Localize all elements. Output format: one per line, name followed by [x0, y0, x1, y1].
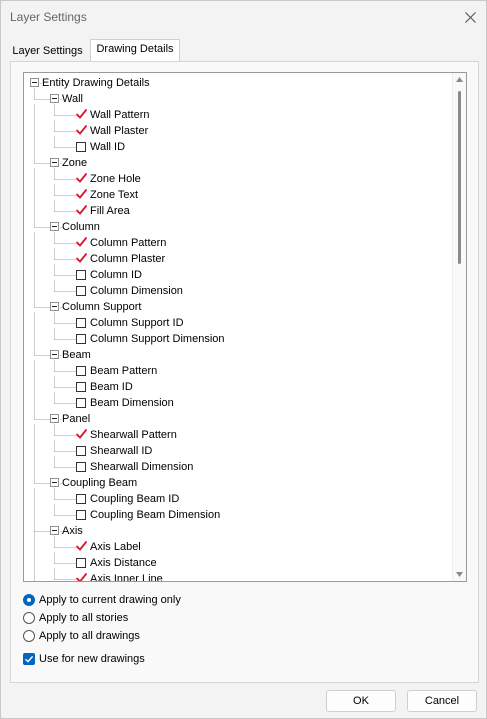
tree-node-label: Axis Inner Line — [90, 573, 163, 581]
tree-node-label: Column Support ID — [90, 317, 184, 329]
tree-node-label: Column Support Dimension — [90, 333, 225, 345]
unchecked-box[interactable] — [76, 510, 86, 520]
collapse-toggle-icon[interactable] — [50, 526, 59, 535]
tree-node-label: Panel — [62, 413, 91, 425]
close-button[interactable] — [460, 7, 480, 27]
tree-node-label: Wall Pattern — [90, 109, 150, 121]
checkmark-icon[interactable] — [75, 252, 88, 264]
collapse-toggle-icon[interactable] — [50, 414, 59, 423]
radio-all-drawings[interactable] — [23, 630, 35, 642]
tree-scrollbar[interactable] — [452, 73, 466, 581]
tree-node-label: Axis Label — [90, 541, 141, 553]
tree-node-label: Beam ID — [90, 381, 133, 393]
tree-node-label: Zone Hole — [90, 173, 141, 185]
scope-option-label: Apply to all drawings — [39, 630, 140, 642]
checkmark-icon[interactable] — [75, 572, 88, 581]
scope-option-current-drawing[interactable]: Apply to current drawing only — [23, 592, 181, 608]
tree-node-label: Column Dimension — [90, 285, 183, 297]
tree-node-label: Axis — [62, 525, 83, 537]
tab-drawing-details[interactable]: Drawing Details — [90, 39, 180, 61]
scroll-thumb[interactable] — [458, 91, 461, 264]
collapse-toggle-icon[interactable] — [50, 158, 59, 167]
tree-node-label: Wall ID — [90, 141, 126, 153]
unchecked-box[interactable] — [76, 446, 86, 456]
tree-node-label: Column ID — [90, 269, 142, 281]
tree-node-label: Beam Dimension — [90, 397, 174, 409]
dialog-footer: OK Cancel — [1, 682, 486, 718]
tree-node-label: Shearwall Dimension — [90, 461, 194, 473]
tree-node-label: Shearwall Pattern — [90, 429, 177, 441]
tab-layer-settings[interactable]: Layer Settings — [12, 45, 83, 57]
ok-button[interactable]: OK — [326, 690, 396, 712]
tree-node-label: Column Support — [62, 301, 142, 313]
unchecked-box[interactable] — [76, 462, 86, 472]
radio-all-stories[interactable] — [23, 612, 35, 624]
close-icon — [464, 11, 476, 23]
checkmark-icon[interactable] — [75, 172, 88, 184]
unchecked-box[interactable] — [76, 334, 86, 344]
tree-node-label: Column Plaster — [90, 253, 166, 265]
tree-node-label: Beam Pattern — [90, 365, 158, 377]
tree-node-label: Column — [62, 221, 100, 233]
checkmark-icon[interactable] — [75, 188, 88, 200]
tree-node-label: Axis Distance — [90, 557, 157, 569]
collapse-toggle-icon[interactable] — [30, 78, 39, 87]
unchecked-box[interactable] — [76, 366, 86, 376]
tree-node-label: Column Pattern — [90, 237, 167, 249]
tree-node-label: Coupling Beam Dimension — [90, 509, 221, 521]
collapse-toggle-icon[interactable] — [50, 478, 59, 487]
unchecked-box[interactable] — [76, 286, 86, 296]
unchecked-box[interactable] — [76, 398, 86, 408]
unchecked-box[interactable] — [76, 494, 86, 504]
checkmark-icon[interactable] — [75, 236, 88, 248]
tree-node-label: Zone Text — [90, 189, 139, 201]
tree-node-label: Shearwall ID — [90, 445, 153, 457]
window-title: Layer Settings — [10, 10, 87, 24]
tree-node-label: Fill Area — [90, 205, 130, 217]
unchecked-box[interactable] — [76, 558, 86, 568]
checkmark-icon[interactable] — [75, 428, 88, 440]
checkmark-icon[interactable] — [75, 108, 88, 120]
checkmark-icon[interactable] — [75, 124, 88, 136]
cancel-button[interactable]: Cancel — [407, 690, 477, 712]
checkmark-icon[interactable] — [75, 204, 88, 216]
use-for-new-drawings-label: Use for new drawings — [39, 653, 145, 665]
tree-node-label: Coupling Beam — [62, 477, 138, 489]
radio-current-drawing[interactable] — [23, 594, 35, 606]
collapse-toggle-icon[interactable] — [50, 302, 59, 311]
collapse-toggle-icon[interactable] — [50, 94, 59, 103]
checkmark-icon[interactable] — [75, 540, 88, 552]
scroll-up-arrow-icon[interactable] — [456, 77, 463, 82]
collapse-toggle-icon[interactable] — [50, 222, 59, 231]
use-for-new-drawings-checkbox[interactable] — [23, 653, 35, 665]
scope-option-label: Apply to all stories — [39, 612, 129, 624]
tree-node-label: Beam — [62, 349, 91, 361]
title-bar: Layer Settings — [1, 1, 486, 33]
tree-connector-lines — [34, 83, 76, 581]
collapse-toggle-icon[interactable] — [50, 350, 59, 359]
tree-node-label: Zone — [62, 157, 88, 169]
scope-option-all-stories[interactable]: Apply to all stories — [23, 610, 128, 626]
scroll-down-arrow-icon[interactable] — [456, 572, 463, 577]
checkmark-icon — [25, 655, 34, 663]
scope-option-all-drawings[interactable]: Apply to all drawings — [23, 628, 140, 644]
tree-node-label: Wall Plaster — [90, 125, 149, 137]
unchecked-box[interactable] — [76, 382, 86, 392]
unchecked-box[interactable] — [76, 270, 86, 280]
tree-node-label: Wall — [62, 93, 83, 105]
unchecked-box[interactable] — [76, 318, 86, 328]
use-for-new-drawings-option[interactable]: Use for new drawings — [23, 651, 145, 667]
tree-node-label: Entity Drawing Details — [42, 77, 150, 89]
scope-option-label: Apply to current drawing only — [39, 594, 181, 606]
unchecked-box[interactable] — [76, 142, 86, 152]
tree-node-label: Coupling Beam ID — [90, 493, 180, 505]
